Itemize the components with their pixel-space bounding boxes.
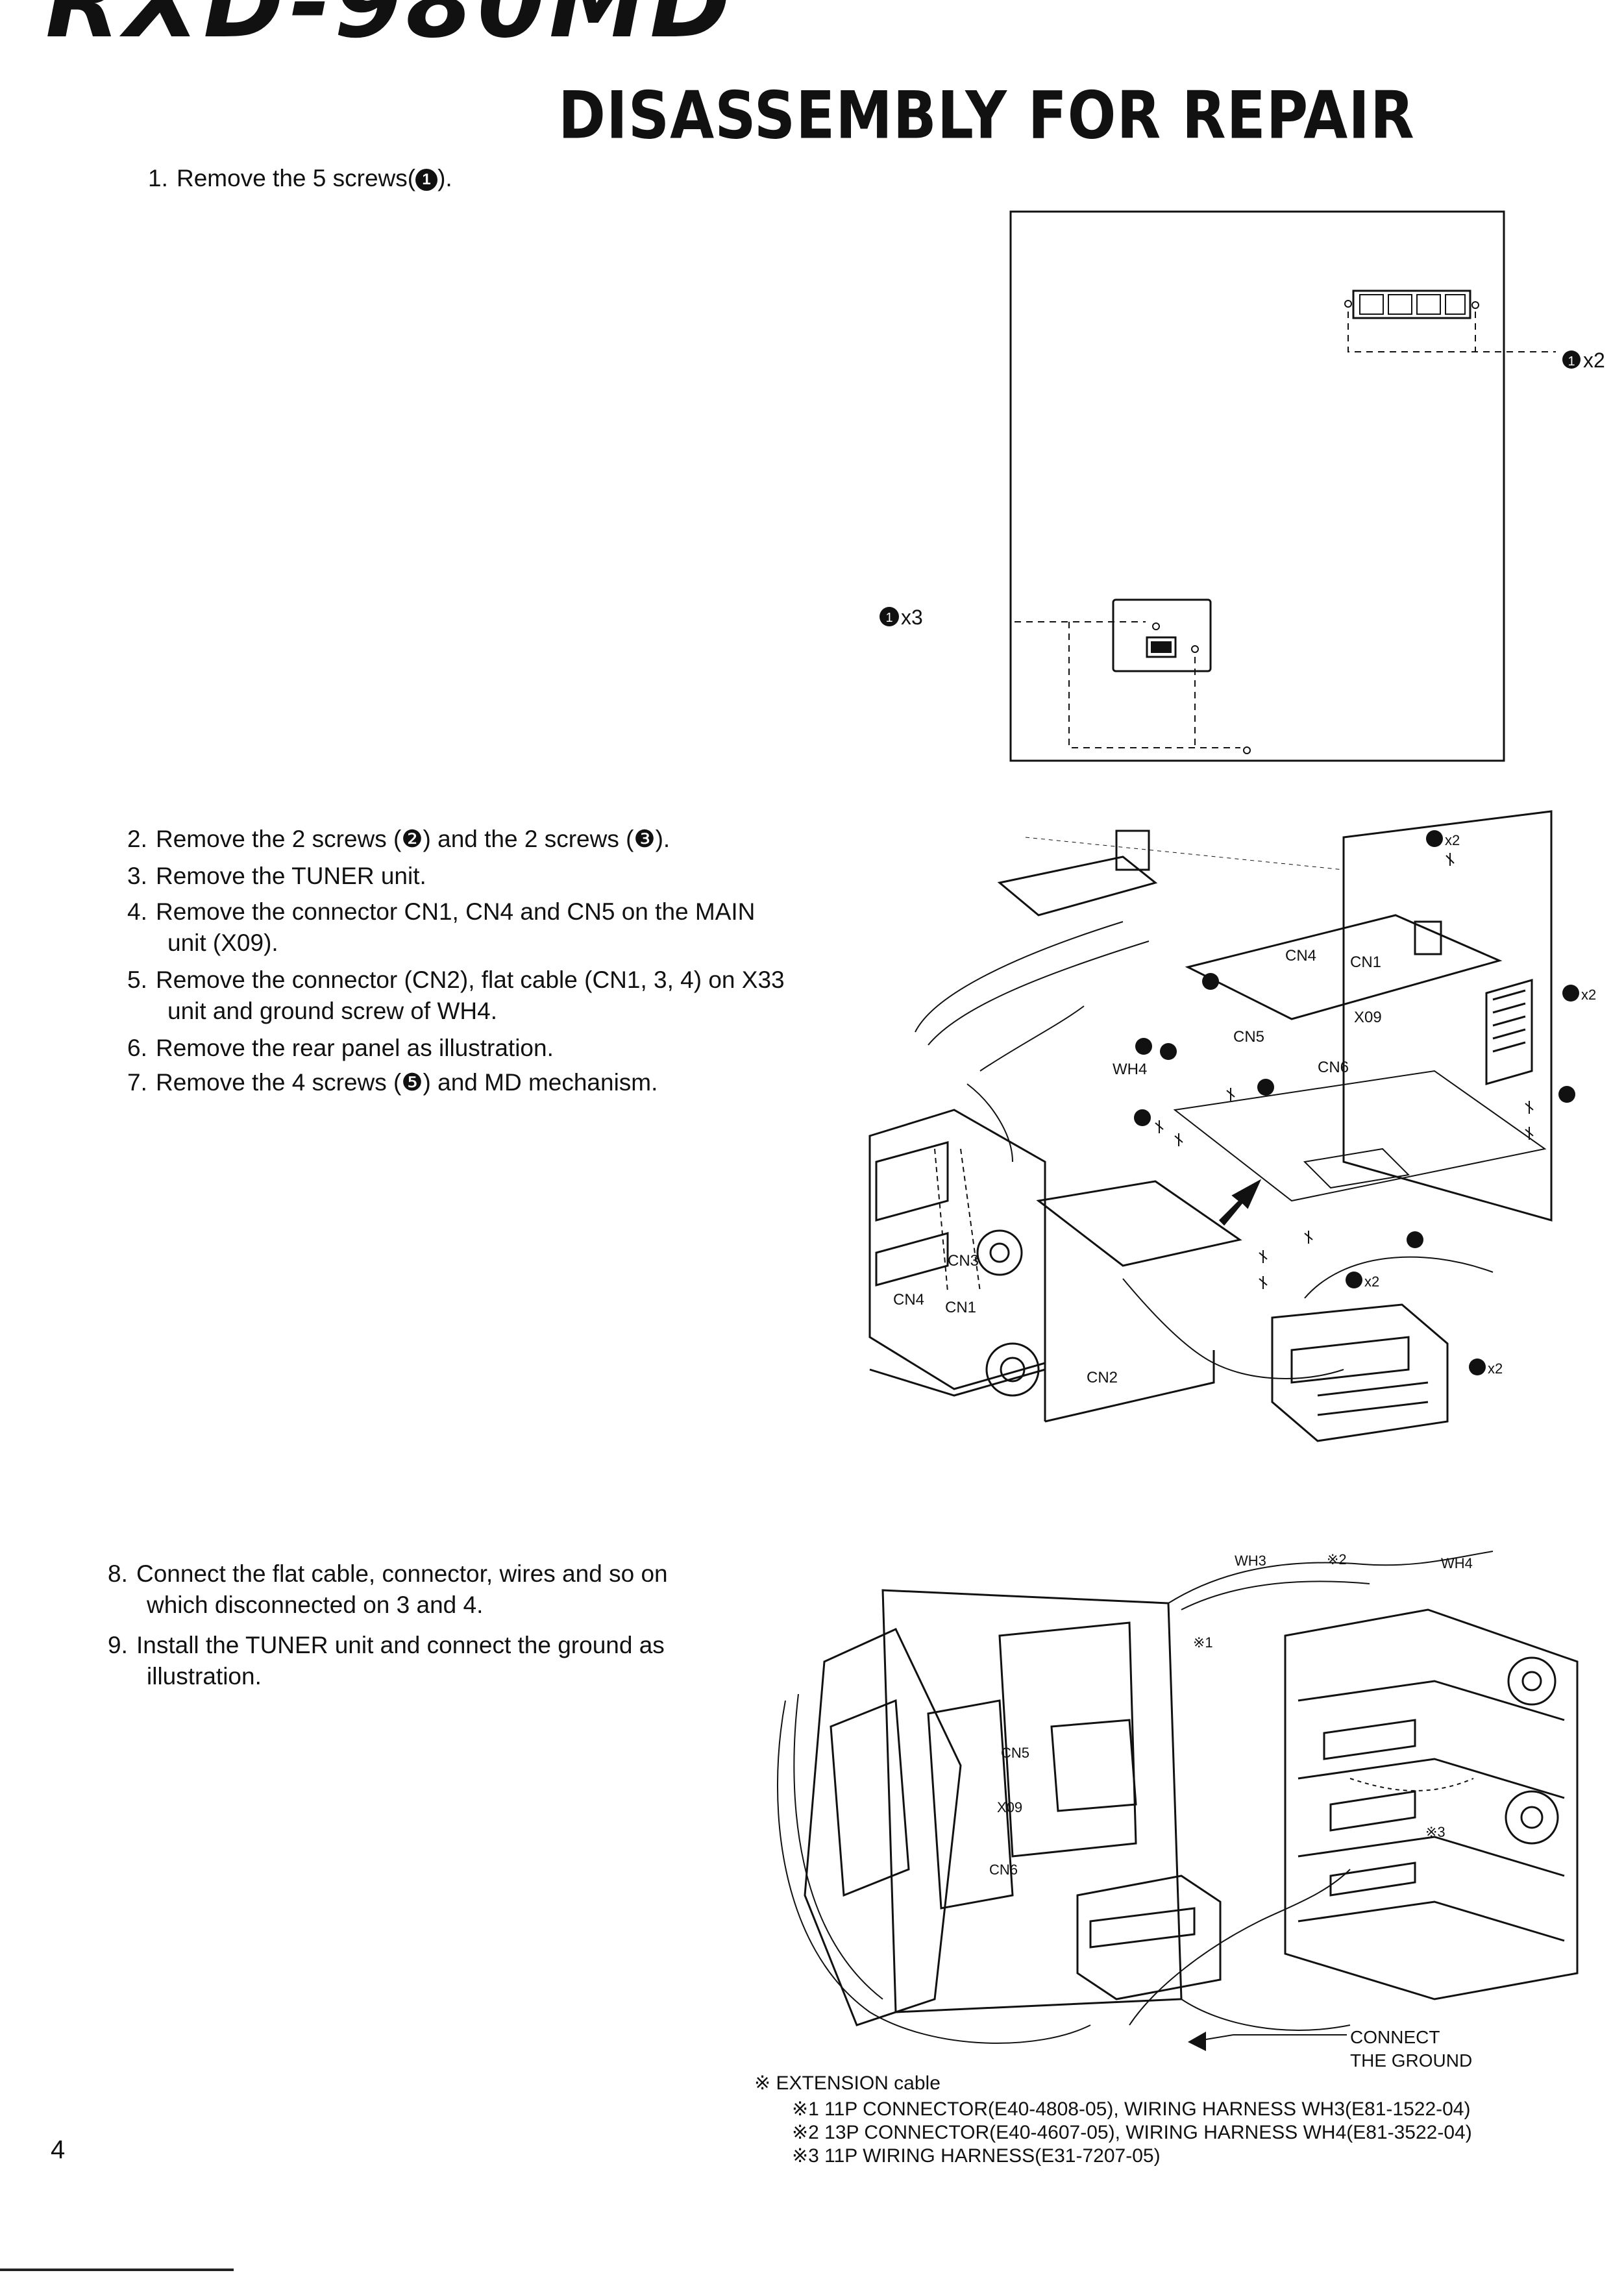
- step-4: 4. Remove the connector CN1, CN4 and CN5 …: [127, 896, 755, 928]
- label-cn6: CN6: [1318, 1059, 1349, 1076]
- callout-mark: 1: [1568, 354, 1575, 369]
- reassembly-view-drawing: WH3 ※2 WH4 ※1 ※3 CN5 X09 CN6 CONNECT THE…: [776, 1551, 1579, 2071]
- step-1: 1. Remove the 5 screws(1).: [148, 162, 452, 195]
- model-number: RXD-980MD: [45, 0, 735, 60]
- step-4-continued: unit (X09).: [167, 929, 278, 956]
- exploded-view-drawing: x2 x2 x2 x2 CN4 CN1 X09 CN5 CN6 WH4 CN3 …: [868, 810, 1596, 1442]
- step-number: 3.: [127, 863, 147, 889]
- figure-reassembly-view: WH3 ※2 WH4 ※1 ※3 CN5 X09 CN6 CONNECT THE…: [766, 1532, 1610, 2090]
- label-x09: X09: [997, 1799, 1022, 1815]
- label-wh4: WH4: [1441, 1555, 1473, 1571]
- label-the-ground: THE GROUND: [1350, 2050, 1472, 2071]
- note-item: ※3 11P WIRING HARNESS(E31-7207-05): [792, 2145, 1161, 2167]
- label-cn3: CN3: [948, 1252, 979, 1270]
- step-text: Install the TUNER unit and connect the g…: [136, 1632, 665, 1658]
- step-8-continued: which disconnected on 3 and 4.: [147, 1592, 484, 1618]
- step-number: 5.: [127, 966, 147, 993]
- figure-exploded-view: x2 x2 x2 x2 CN4 CN1 X09 CN5 CN6 WH4 CN3 …: [850, 798, 1616, 1493]
- page-number: 4: [51, 2135, 66, 2164]
- label-ref-2: ※2: [1327, 1551, 1347, 1568]
- label-cn4: CN4: [1285, 947, 1316, 965]
- extension-cable-notes: ※ EXTENSION cable: [754, 2072, 941, 2095]
- label-cn4-front: CN4: [893, 1291, 924, 1309]
- label-cn1: CN1: [1350, 953, 1381, 971]
- callout-left-graphic: 1 x3: [880, 606, 923, 629]
- callout-left: 1 x3: [876, 602, 954, 631]
- footer-rule: [0, 2269, 234, 2271]
- notes-list: ※1 11P CONNECTOR(E40-4808-05), WIRING HA…: [792, 2098, 1472, 2168]
- step-number: 8.: [108, 1560, 128, 1587]
- step-text-end: ).: [437, 165, 452, 191]
- step-number: 6.: [127, 1035, 147, 1061]
- step-3: 3. Remove the TUNER unit.: [127, 860, 426, 892]
- step-text: Remove the connector (CN2), flat cable (…: [156, 966, 785, 993]
- label-x09: X09: [1354, 1009, 1382, 1026]
- step-9: 9. Install the TUNER unit and connect the…: [108, 1629, 665, 1662]
- step-2: 2. Remove the 2 screws (❷) and the 2 scre…: [127, 823, 670, 855]
- label-x2-d: x2: [1488, 1360, 1503, 1377]
- step-6: 6. Remove the rear panel as illustration.: [127, 1032, 554, 1064]
- callout-mark: 1: [885, 611, 892, 625]
- connector-block-icon: [1352, 289, 1471, 319]
- step-number: 1.: [148, 165, 168, 191]
- page-title: DISASSEMBLY FOR REPAIR: [558, 77, 1415, 154]
- label-ref-1: ※1: [1193, 1634, 1213, 1651]
- label-x2-a: x2: [1445, 832, 1460, 848]
- step-text: Connect the flat cable, connector, wires…: [136, 1560, 668, 1587]
- callout-top-count: x2: [1583, 349, 1605, 372]
- callout-left-count: x3: [901, 606, 923, 629]
- screw-marker-icon: 1: [415, 169, 438, 191]
- step-8: 8. Connect the flat cable, connector, wir…: [108, 1558, 668, 1590]
- tuner-unit-icon: [1112, 598, 1212, 672]
- step-text: Remove the connector CN1, CN4 and CN5 on…: [156, 898, 756, 925]
- top-view-drawing: 1 x2: [1009, 210, 1605, 762]
- notes-heading: ※ EXTENSION cable: [754, 2072, 941, 2094]
- step-5-continued: unit and ground screw of WH4.: [167, 998, 497, 1024]
- figure-top-view: 1 x2: [1009, 208, 1619, 766]
- step-number: 2.: [127, 826, 147, 852]
- label-connect: CONNECT: [1350, 2027, 1440, 2047]
- step-number: 4.: [127, 898, 147, 925]
- label-cn5: CN5: [1001, 1745, 1029, 1761]
- step-text: Remove the 4 screws (❺) and MD mechanism…: [156, 1069, 658, 1096]
- step-number: 9.: [108, 1632, 128, 1658]
- label-cn6: CN6: [989, 1862, 1018, 1878]
- label-wh4: WH4: [1113, 1061, 1147, 1078]
- step-7: 7. Remove the 4 screws (❺) and MD mechani…: [127, 1066, 658, 1099]
- step-text: Remove the 5 screws(: [177, 165, 416, 191]
- step-text: Remove the 2 screws (❷) and the 2 screws…: [156, 826, 671, 852]
- step-text: Remove the rear panel as illustration.: [156, 1035, 554, 1061]
- label-x2-b: x2: [1581, 987, 1596, 1003]
- step-9-continued: illustration.: [147, 1663, 262, 1690]
- label-cn5: CN5: [1233, 1028, 1264, 1046]
- label-cn2: CN2: [1087, 1369, 1118, 1386]
- label-wh3: WH3: [1235, 1553, 1266, 1569]
- step-5: 5. Remove the connector (CN2), flat cable…: [127, 964, 785, 996]
- note-item: ※2 13P CONNECTOR(E40-4607-05), WIRING HA…: [792, 2122, 1472, 2143]
- step-number: 7.: [127, 1069, 147, 1096]
- label-ref-3: ※3: [1425, 1824, 1446, 1840]
- step-text: Remove the TUNER unit.: [156, 863, 426, 889]
- label-cn1-front: CN1: [945, 1299, 976, 1316]
- label-x2-c: x2: [1364, 1273, 1379, 1290]
- note-item: ※1 11P CONNECTOR(E40-4808-05), WIRING HA…: [792, 2098, 1471, 2120]
